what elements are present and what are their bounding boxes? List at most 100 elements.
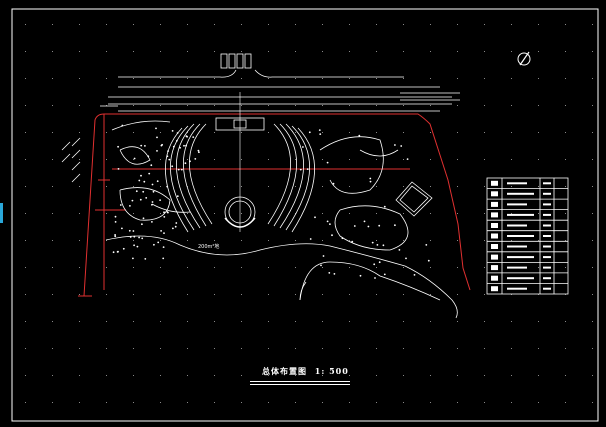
tree-symbol [176,139,178,142]
tree-symbol [168,158,171,161]
tree-symbol [333,273,336,275]
tree-symbol [141,237,144,240]
tree-symbol [114,221,117,223]
grid-dot [511,159,512,160]
grid-dot [592,105,593,106]
grid-dot [538,24,539,25]
grid-dot [25,402,26,403]
grid-dot [79,375,80,376]
grid-dot [484,159,485,160]
tree-symbol [128,229,131,232]
legend-description [507,235,534,237]
grid-dot [592,159,593,160]
grid-dot [430,321,431,322]
tree-symbol [398,249,401,251]
grid-dot [25,132,26,133]
grid-dot [457,348,458,349]
tree-symbol [318,129,321,132]
grid-dot [52,240,53,241]
grid-dot [538,51,539,52]
grid-dot [403,321,404,322]
grid-dot [79,267,80,268]
tree-symbol [160,144,163,147]
grid-dot [25,186,26,187]
tree-symbol [133,244,136,247]
grid-dot [592,375,593,376]
grid-dot [160,24,161,25]
tree-symbol [378,261,381,264]
grid-dot [322,78,323,79]
grid-dot [268,240,269,241]
tree-symbol [406,158,409,161]
grid-dot [25,159,26,160]
tree-symbol [183,144,185,147]
grid-dot [322,240,323,241]
legend-quantity [543,266,551,269]
tree-symbol [374,277,376,279]
grid-dot [295,78,296,79]
grid-dot [511,375,512,376]
grid-dot [457,375,458,376]
grid-dot [268,321,269,322]
tree-symbol [332,182,335,185]
left-parking [61,137,81,183]
legend-quantity [543,235,551,237]
grid-dot [106,78,107,79]
grid-dot [349,294,350,295]
grid-dot [592,51,593,52]
tree-symbol [383,205,386,208]
tree-symbol [156,136,158,139]
grid-dot [457,186,458,187]
grid-dot [457,105,458,106]
tree-symbol [189,160,191,163]
grid-dot [565,78,566,79]
legend-table [486,177,569,295]
grid-dot [214,186,215,187]
tree-symbol [117,168,120,170]
grid-dot [79,105,80,106]
tree-symbol [142,217,145,220]
grid-dot [538,240,539,241]
grid-dot [106,132,107,133]
grid-dot [241,78,242,79]
grid-dot [565,213,566,214]
pavilion [395,181,433,217]
grid-dot [241,159,242,160]
grid-dot [52,321,53,322]
tree-symbol [382,244,385,247]
grid-dot [133,321,134,322]
tree-symbol [328,272,331,274]
tree-symbol [172,227,174,230]
tree-symbol [139,198,142,201]
grid-dot [214,132,215,133]
legend-symbol-icon [491,275,498,281]
grid-dot [538,105,539,106]
grid-dot [592,186,593,187]
grid-dot [214,51,215,52]
tree-symbol [299,168,302,171]
grid-dot [565,105,566,106]
grid-dot [565,51,566,52]
grid-dot [241,132,242,133]
grid-dot [484,402,485,403]
tree-symbol [132,230,135,232]
tree-symbol [162,257,165,260]
tree-symbol [174,225,177,228]
grid-dot [52,78,53,79]
tree-symbol [133,235,136,238]
grid-dot [160,294,161,295]
tree-symbol [159,199,162,202]
grid-dot [268,132,269,133]
grid-dot [133,267,134,268]
sheet-frame [11,8,599,422]
grid-dot [133,402,134,403]
tree-symbol [341,237,344,240]
grid-dot [214,24,215,25]
grid-dot [52,186,53,187]
grid-dot [592,78,593,79]
grid-dot [511,402,512,403]
grid-dot [349,24,350,25]
grid-dot [106,267,107,268]
grid-dot [538,159,539,160]
